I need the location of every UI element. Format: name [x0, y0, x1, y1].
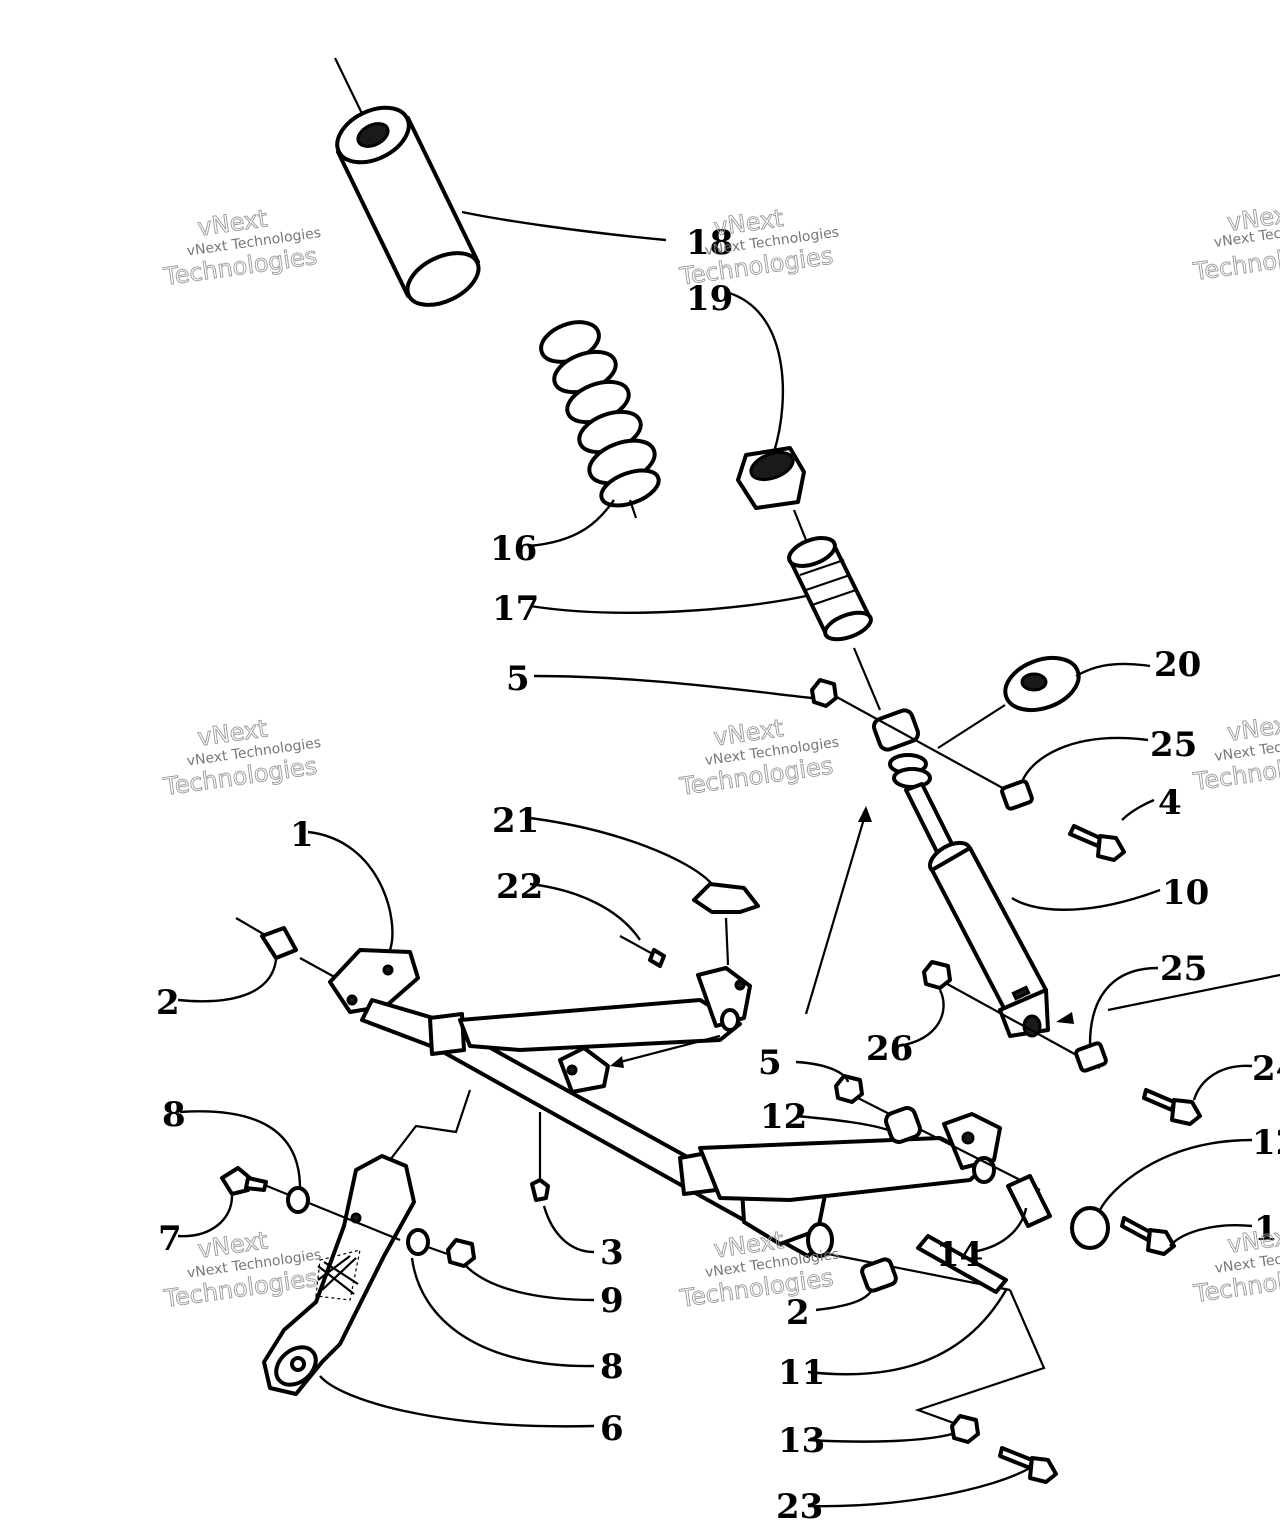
callout-21: 22 [496, 867, 543, 907]
callout-15: 15 [1254, 1209, 1280, 1249]
callout-22: 18 [686, 223, 733, 263]
callout-9: 9 [600, 1281, 624, 1321]
nut-9 [446, 1238, 476, 1268]
bolt-24 [1142, 1088, 1202, 1126]
sleeve-14 [1006, 1174, 1052, 1228]
callout-7: 7 [158, 1219, 182, 1259]
nut-5-upper [810, 678, 838, 708]
watermark: vNext vNext Technologies Technologies [1191, 709, 1280, 797]
adjuster-nut-18 [736, 446, 806, 510]
washer-8-right [406, 1228, 430, 1256]
callout-5-upper: 5 [506, 659, 530, 699]
callout-16: 16 [490, 529, 537, 569]
trailing-arm-upper [458, 966, 752, 1094]
watermark: vNext vNext Technologies Technologies [161, 204, 322, 292]
watermark: vNext vNext Technologies Technologies [1191, 1221, 1280, 1309]
bushing-12-right [1070, 1206, 1110, 1250]
callout-20: 21 [492, 801, 539, 841]
callout-5-lower: 5 [758, 1043, 782, 1083]
callout-4: 4 [1158, 783, 1182, 823]
watermark: vNext vNext Technologies Technologies [1191, 199, 1280, 287]
callout-19: 20 [1154, 645, 1201, 685]
callout-14: 14 [936, 1235, 983, 1275]
callout-8-upper: 8 [162, 1095, 186, 1135]
nut-5-lower [834, 1074, 864, 1104]
callout-18: 19 [686, 279, 733, 319]
bolt-4 [1068, 824, 1126, 862]
coil-spring-16 [539, 320, 661, 519]
shock-absorber-10 [871, 708, 1050, 1038]
nut-26 [922, 960, 952, 990]
bushing-12-left [884, 1106, 922, 1144]
washer-8-left [286, 1186, 310, 1214]
callout-24: 24 [1252, 1049, 1280, 1089]
callout-26: 26 [866, 1029, 913, 1069]
rear-arm-1 [235, 917, 834, 1258]
watermark: vNext vNext Technologies Technologies [677, 714, 840, 802]
callout-13: 13 [778, 1421, 825, 1461]
grease-fitting-3 [530, 1112, 550, 1202]
bushing-2-lower [860, 1257, 898, 1293]
trailing-arm-lower [698, 1112, 1002, 1202]
spacer-25-lower [1074, 1041, 1108, 1073]
cap-20 [692, 882, 760, 966]
watermark: vNext vNext Technologies Technologies [161, 1226, 322, 1314]
callout-2-lower: 2 [786, 1293, 810, 1333]
callout-12-left: 12 [760, 1097, 807, 1137]
watermark: vNext vNext Technologies Technologies [161, 714, 322, 802]
bolt-15 [1120, 1216, 1176, 1256]
upper-mount-washer-19 [1003, 655, 1081, 713]
callout-6: 6 [600, 1409, 624, 1449]
spring-cover-22 [334, 57, 481, 307]
bolt-7 [220, 1166, 268, 1196]
callout-2-left: 2 [156, 983, 180, 1023]
callout-1: 1 [290, 815, 314, 855]
nut-13 [950, 1414, 980, 1444]
callout-12-right: 12 [1252, 1123, 1280, 1163]
callout-10: 10 [1162, 873, 1209, 913]
callout-8-lower: 8 [600, 1347, 624, 1387]
pin-21 [619, 935, 666, 968]
callout-23: 23 [776, 1487, 823, 1527]
callout-17: 17 [492, 589, 539, 629]
callout-3: 3 [600, 1233, 624, 1273]
callout-11: 11 [778, 1353, 825, 1393]
callout-25-upper: 25 [1150, 725, 1197, 765]
shaft-11 [916, 1234, 1008, 1294]
spacer-25-upper [1000, 779, 1034, 811]
link-arm-6 [262, 1154, 416, 1396]
callout-25-lower: 25 [1160, 949, 1207, 989]
bump-stop-17 [787, 536, 873, 642]
